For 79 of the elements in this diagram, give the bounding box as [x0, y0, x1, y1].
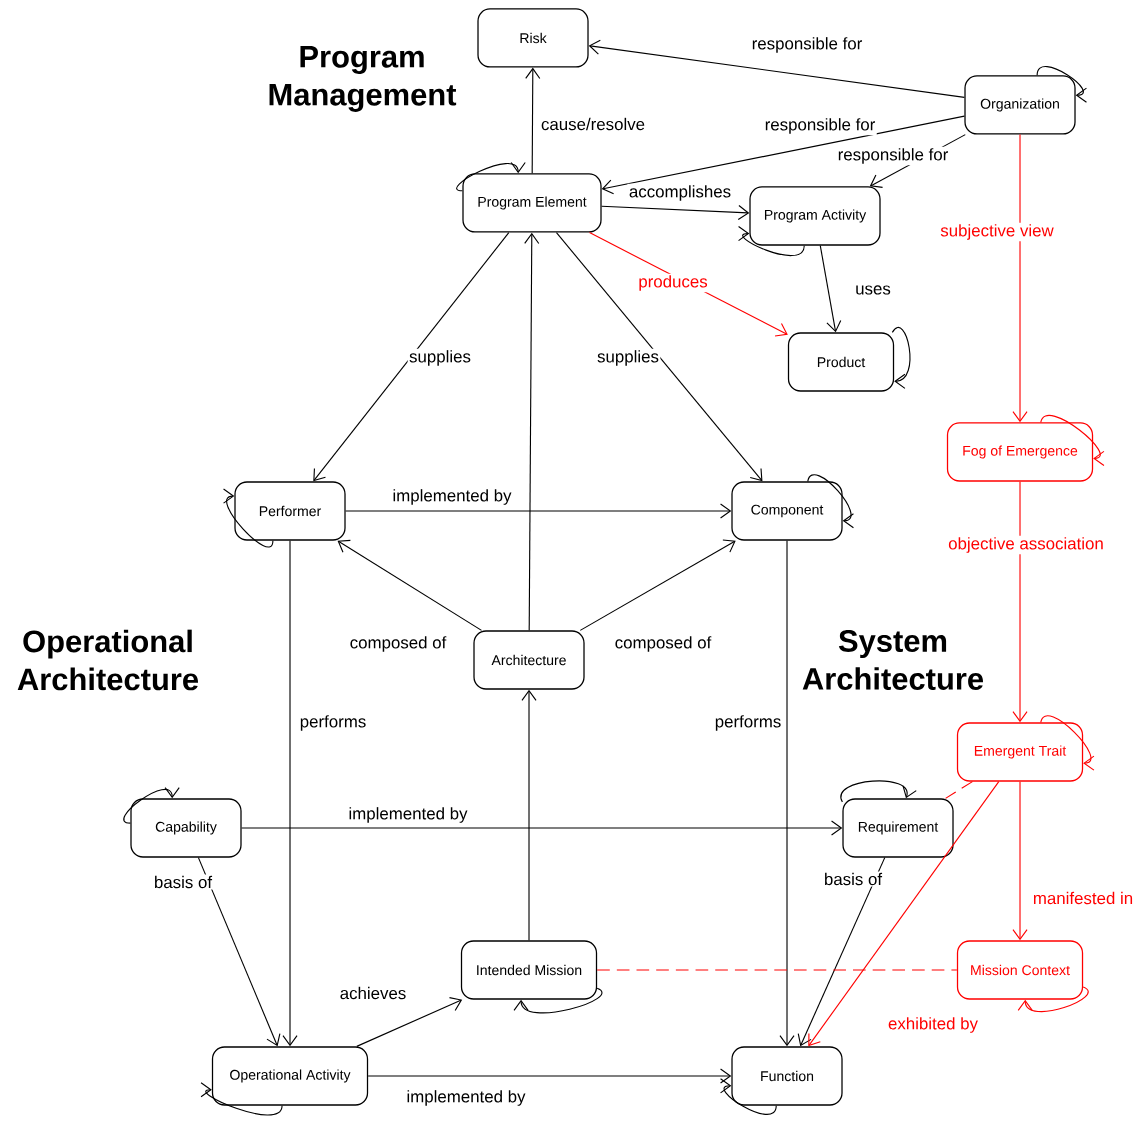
arrow	[819, 245, 842, 333]
arrow	[1012, 134, 1028, 423]
state-box: Product	[787, 332, 895, 392]
section-title: System Architecture	[802, 630, 983, 690]
self-loop-arrow	[200, 1082, 283, 1116]
state-box: Risk	[477, 8, 589, 68]
arrow	[524, 232, 540, 631]
state-box: Program Element	[462, 173, 602, 233]
arrow	[337, 539, 483, 631]
edge-label: performs	[298, 713, 368, 733]
edge-label: produces	[636, 273, 710, 293]
edge-label: composed of	[348, 634, 448, 654]
edge-label: supplies	[407, 348, 473, 368]
edge-label: manifested in	[1031, 890, 1135, 906]
self-loop-arrow	[513, 987, 603, 1014]
edge-label: achieves	[338, 985, 408, 1001]
connector-line	[945, 781, 973, 799]
state-box: Fog of Emergence	[946, 422, 1094, 482]
edge-label: accomplishes	[627, 183, 733, 203]
edge-label: performs	[713, 713, 783, 733]
state-box: Capability	[130, 798, 242, 858]
self-loop-arrow	[738, 226, 805, 257]
state-box: Component	[731, 481, 843, 541]
arrow	[779, 540, 795, 1047]
state-box: Program Activity	[749, 186, 881, 246]
edge-label: supplies	[595, 348, 661, 368]
edge-label: basis of	[822, 871, 884, 887]
arrow	[601, 204, 750, 221]
arrow	[588, 39, 965, 98]
arrow	[367, 1068, 732, 1084]
arrow	[356, 997, 463, 1047]
state-box: Operational Activity	[211, 1046, 369, 1106]
self-loop-arrow	[223, 488, 274, 548]
self-loop-arrow	[1040, 414, 1105, 466]
edge-label: objective association	[946, 535, 1106, 555]
self-loop-arrow	[1036, 66, 1087, 103]
state-box: Performer	[234, 481, 346, 541]
arrow	[1012, 781, 1028, 941]
edge-label: responsible for	[750, 35, 864, 55]
state-box: Mission Context	[956, 940, 1084, 1000]
edge-label: implemented by	[405, 1088, 527, 1108]
arrow	[345, 503, 732, 519]
self-loop-arrow	[891, 327, 911, 389]
self-loop-arrow	[456, 162, 526, 192]
arrow	[808, 781, 1000, 1047]
self-loop-arrow	[840, 780, 917, 803]
edge-label: uses	[853, 283, 893, 296]
edge-label: composed of	[613, 634, 713, 654]
edge-label: responsible for	[836, 146, 950, 166]
arrow	[797, 857, 886, 1047]
edge-label: responsible for	[763, 116, 877, 136]
state-box: Requirement	[842, 798, 954, 858]
arrow	[555, 232, 763, 482]
arrow	[241, 820, 843, 836]
arrow	[525, 67, 541, 174]
state-box: Intended Mission	[460, 940, 598, 1000]
arrow	[579, 539, 736, 631]
arrow	[197, 857, 281, 1047]
arrow	[521, 689, 537, 941]
arrow	[601, 115, 965, 195]
self-loop-arrow	[1017, 986, 1089, 1012]
edge-label: exhibited by	[886, 1015, 980, 1035]
state-box: Architecture	[473, 630, 585, 690]
edge-label: implemented by	[347, 805, 469, 825]
edge-label: cause/resolve	[539, 116, 647, 132]
state-box: Emergent Trait	[956, 722, 1084, 782]
section-title: Operational Architecture	[17, 629, 198, 691]
self-loop-arrow	[1040, 715, 1095, 771]
edge-label: basis of	[152, 874, 214, 890]
arrow	[1012, 481, 1028, 723]
state-box: Function	[731, 1046, 843, 1106]
connector-line	[596, 969, 958, 971]
edge-label: subjective view	[938, 222, 1056, 242]
edge-label: implemented by	[391, 487, 513, 507]
arrow	[313, 232, 510, 482]
arrow	[282, 540, 298, 1047]
self-loop-arrow	[123, 787, 180, 824]
state-box: Organization	[964, 75, 1076, 135]
section-title: Program Management	[269, 46, 457, 112]
